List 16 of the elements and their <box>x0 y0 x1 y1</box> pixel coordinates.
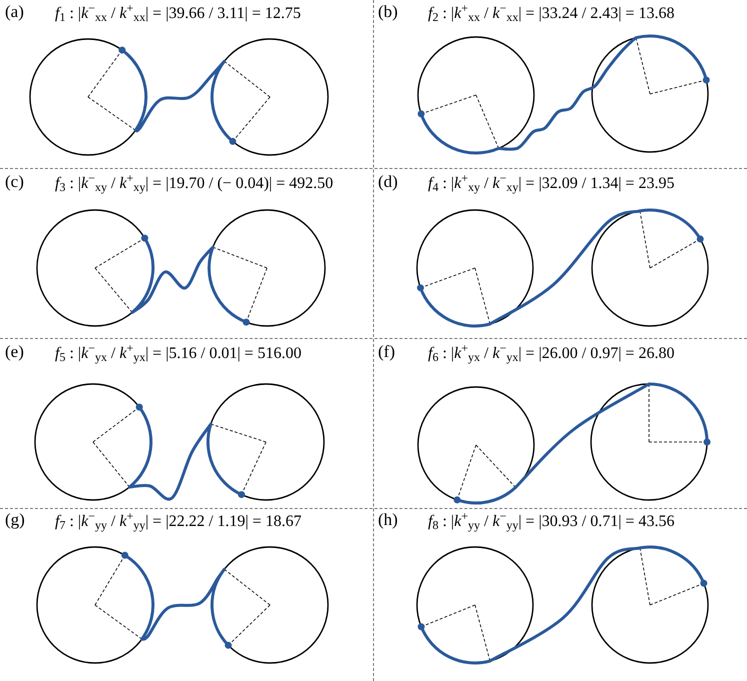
panel-letter: (h) <box>378 511 398 528</box>
panel-letter: (d) <box>378 173 398 190</box>
formula: f$_{1}$ : |k$^{−}$$_{xx}$ / k$^{+}$$_{xx}$| = |39.66 / 3.11| = 12.75 <box>55 6 301 22</box>
formula: f$_{4}$ : |k$^{+}$$_{xy}$ / k$^{−}$$_{xy}$| = |32.09 / 1.34| = 23.95 <box>428 176 674 192</box>
formula: f$_{6}$ : |k$^{+}$$_{yx}$ / k$^{−}$$_{yx}$| = |26.00 / 0.97| = 26.80 <box>428 346 674 362</box>
panel-letter: (c) <box>5 173 24 190</box>
panel-letter: (e) <box>5 343 24 360</box>
panel-letter: (a) <box>5 3 24 20</box>
panel-letter: (g) <box>5 511 25 528</box>
formula: f$_{2}$ : |k$^{+}$$_{xx}$ / k$^{−}$$_{xx}$| = |33.24 / 2.43| = 13.68 <box>428 6 674 22</box>
formula: f$_{3}$ : |k$^{−}$$_{xy}$ / k$^{+}$$_{xy}$| = |19.70 / (− 0.04)| = 492.50 <box>55 176 334 192</box>
panel-letter: (f) <box>378 343 395 360</box>
formula: f$_{8}$ : |k$^{+}$$_{yy}$ / k$^{−}$$_{yy}$| = |30.93 / 0.71| = 43.56 <box>428 514 674 530</box>
formula: f$_{5}$ : |k$^{−}$$_{yx}$ / k$^{+}$$_{yx}$| = |5.16 / 0.01| = 516.00 <box>55 346 302 362</box>
formula: f$_{7}$ : |k$^{−}$$_{yy}$ / k$^{+}$$_{yy}$| = |22.22 / 1.19| = 18.67 <box>55 514 302 530</box>
panel-letter: (b) <box>378 3 398 20</box>
